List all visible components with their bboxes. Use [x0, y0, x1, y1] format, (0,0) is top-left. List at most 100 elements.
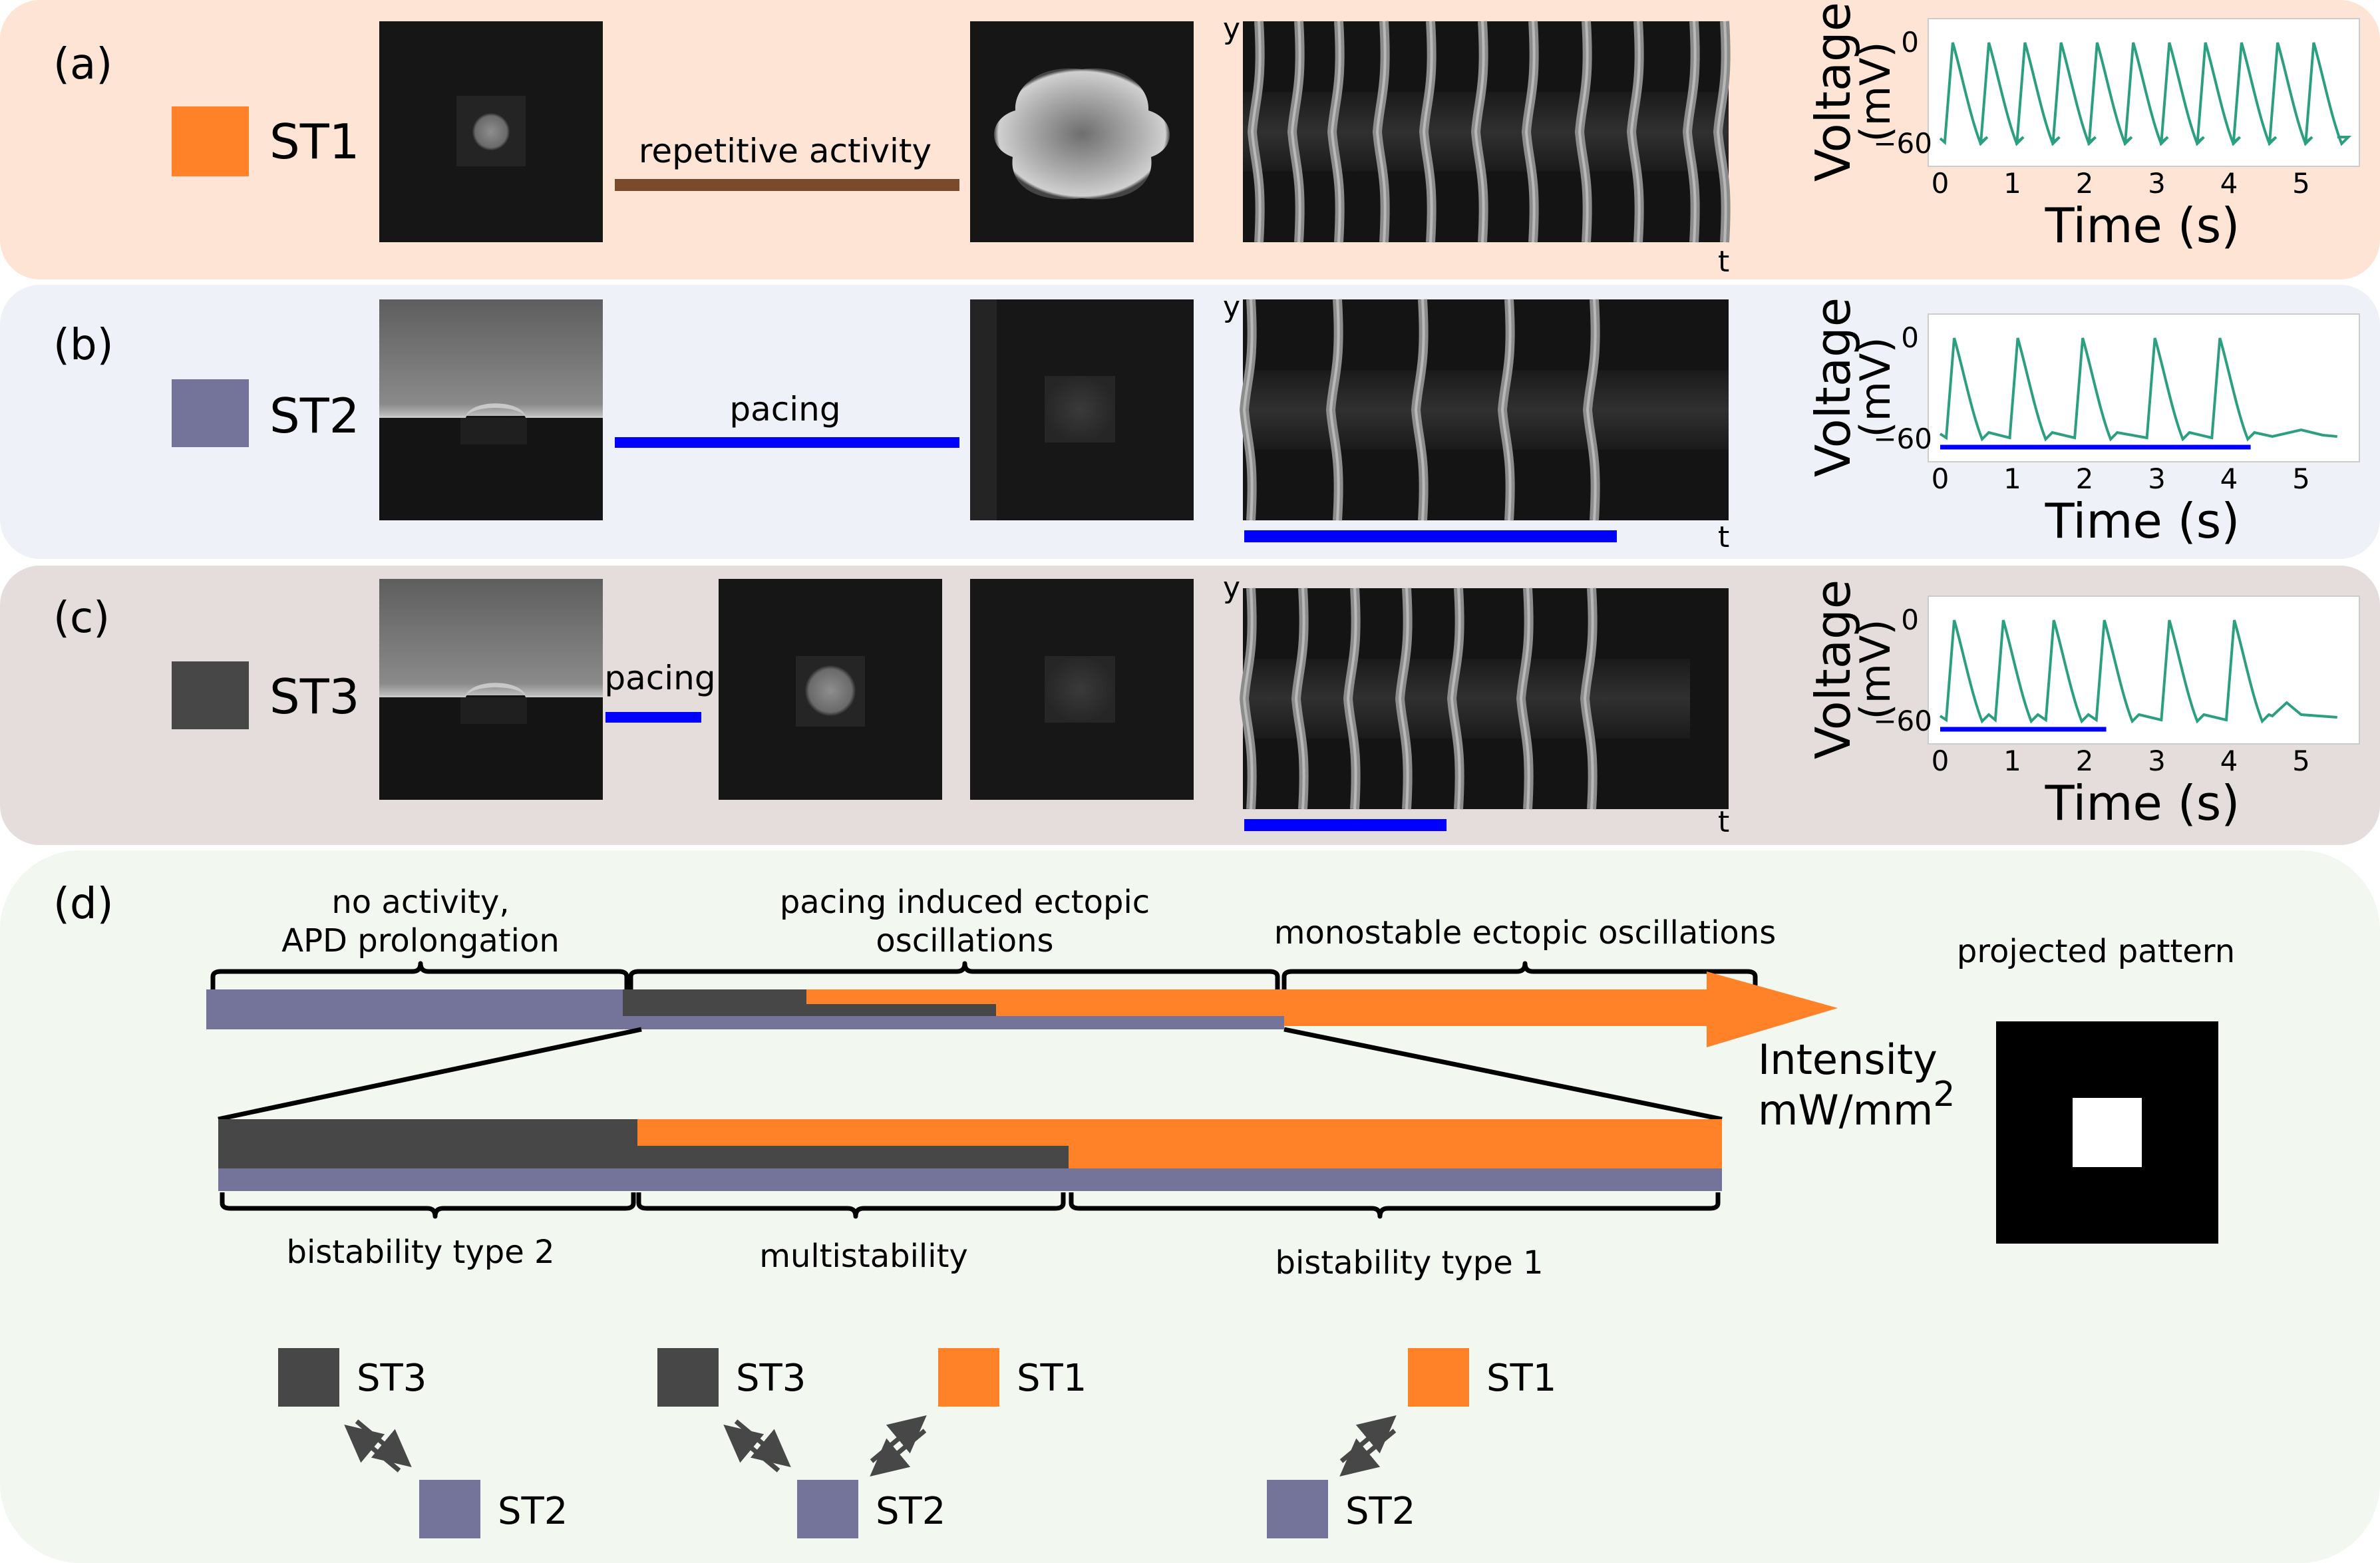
panel-a-kymo-t-label: t: [1718, 245, 1729, 279]
panel-c-kymo-t-label: t: [1718, 805, 1729, 839]
trace-c-xlabel: Time (s): [2045, 775, 2240, 831]
scheme-2-bottom-label: ST2: [876, 1490, 945, 1533]
region-bottom-3: bistability type 1: [1275, 1244, 1543, 1282]
panel-c-state-label: ST3: [269, 669, 360, 725]
projected-pattern-image: [1996, 1021, 2218, 1244]
trace-b-xtick: 0: [1932, 462, 1950, 495]
trace-a-xtick: 5: [2292, 167, 2310, 200]
panel-a-kymograph: [1243, 21, 1731, 243]
panel-a-label: (a): [53, 40, 112, 89]
trace-c-xtick: 0: [1932, 745, 1950, 777]
panel-c-connector-label: pacing: [604, 659, 715, 697]
kymo-a-wavefront-core: [1422, 21, 1433, 243]
trace-c-xtick: 3: [2148, 745, 2166, 777]
kymo-a-wavefront-core: [1578, 21, 1589, 243]
panel-c-kymograph: [1239, 588, 1729, 810]
trace-b-line: [1939, 337, 2337, 442]
trace-c-ytick-1: −60: [1873, 705, 1932, 737]
trace-a-ytick-0: 0: [1901, 26, 1919, 59]
scheme-2-top-left-label: ST3: [736, 1357, 806, 1400]
axis-label-unit: mW/mm2: [1758, 1075, 1955, 1134]
region-top-2-line1: pacing induced ectopic: [780, 884, 1150, 921]
trace-c-xtick: 1: [2003, 745, 2021, 777]
trace-c-axes: [1928, 596, 2360, 745]
kymo-c-wavefront-core: [1242, 588, 1254, 810]
kymo-c-wavefront-core: [1519, 588, 1530, 810]
kymo-b-wavefront-core: [1500, 299, 1512, 521]
kymo-a-wavefront-core: [1629, 21, 1641, 243]
trace-b-xlabel: Time (s): [2045, 493, 2240, 549]
panel-c-initial-frame: [379, 579, 603, 800]
scheme-bistability-2: ST3 ST2: [278, 1348, 568, 1538]
trace-a-xtick: 2: [2076, 167, 2094, 200]
axis-label-intensity: Intensity: [1758, 1035, 1938, 1084]
kymo-c-wavefront-core: [1346, 588, 1357, 810]
region-top-1-line2: APD prolongation: [281, 922, 559, 959]
trace-b-ylabel-1: Voltage: [1805, 297, 1861, 477]
panel-c-label: (c): [53, 594, 110, 643]
panel-b-state-label: ST2: [269, 388, 360, 444]
kymo-a-wavefront-core: [1250, 21, 1262, 243]
panel-a-kymo-y-label: y: [1223, 12, 1240, 46]
region-bottom-1: bistability type 2: [286, 1234, 554, 1271]
region-top-3: monostable ectopic oscillations: [1274, 914, 1776, 952]
trace-b-xtick: 2: [2076, 462, 2094, 495]
intensity-axis: [206, 971, 1838, 1047]
trace-c-ytick-0: 0: [1901, 604, 1919, 636]
panel-a-state-label: ST1: [269, 114, 360, 170]
kymo-b-wavefront-core: [1414, 299, 1425, 521]
panel-b-final-frame: [970, 299, 1194, 520]
panel-b-kymograph: [1239, 299, 1729, 521]
trace-b-xtick: 5: [2292, 462, 2310, 495]
scheme-1-bottom-label: ST2: [498, 1490, 568, 1533]
trace-a-xtick: 4: [2220, 167, 2238, 200]
trace-b-axes: [1928, 313, 2360, 462]
region-top-2-line2: oscillations: [876, 922, 1053, 959]
top-braces: [210, 961, 1758, 991]
region-bottom-2: multistability: [759, 1238, 968, 1275]
trace-b-ytick-1: −60: [1873, 423, 1932, 455]
st1-swatch: [172, 106, 249, 176]
kymo-c-band: [1243, 659, 1690, 739]
panel-b-kymo-y-label: y: [1223, 290, 1240, 324]
panel-b-initial-frame: [379, 299, 603, 520]
zoom-line-right: [1283, 1027, 1723, 1122]
kymo-b-band: [1243, 370, 1729, 450]
panel-a-initial-frame: [379, 21, 603, 242]
scheme-1-top-label: ST3: [357, 1357, 426, 1400]
panel-c-final-frame: [970, 579, 1194, 800]
kymo-c-wavefront-core: [1294, 588, 1305, 810]
zoom-line-left: [218, 1027, 642, 1122]
kymo-b-wavefront-core: [1329, 299, 1340, 521]
trace-c-line: [1939, 619, 2337, 724]
trace-c-xtick: 5: [2292, 745, 2310, 777]
trace-c-xtick: 2: [2076, 745, 2094, 777]
kymo-c-wavefront-core: [1450, 588, 1461, 810]
kymo-c-wavefront-core: [1583, 588, 1594, 810]
trace-a-ylabel-2: (mV): [1851, 41, 1900, 142]
trace-c-xtick: 4: [2220, 745, 2238, 777]
st2-swatch: [172, 379, 249, 447]
trace-a-axes: [1928, 18, 2360, 167]
kymo-a-wavefront-core: [1716, 21, 1727, 243]
kymo-a-wavefront-core: [1524, 21, 1536, 243]
kymo-b-wavefront-core: [1242, 299, 1254, 521]
bottom-braces: [220, 1192, 1721, 1219]
kymo-a-wavefront-core: [1330, 21, 1341, 243]
trace-a-xlabel: Time (s): [2045, 198, 2240, 254]
kymo-a-wavefront-core: [1375, 21, 1387, 243]
kymo-c-wavefront-core: [1398, 588, 1409, 810]
trace-a-line: [1939, 42, 2352, 146]
panel-d-label: (d): [53, 880, 114, 929]
kymo-a-wavefront-core: [1685, 21, 1697, 243]
trace-b-xtick: 4: [2220, 462, 2238, 495]
trace-b-xtick: 1: [2003, 462, 2021, 495]
scheme-2-top-right-label: ST1: [1017, 1357, 1087, 1400]
region-top-1-line1: no activity,: [331, 884, 509, 921]
trace-a-ylabel-1: Voltage: [1805, 2, 1861, 182]
panel-a-connector-label: repetitive activity: [639, 132, 932, 170]
panel-b-kymo-t-label: t: [1718, 520, 1729, 554]
